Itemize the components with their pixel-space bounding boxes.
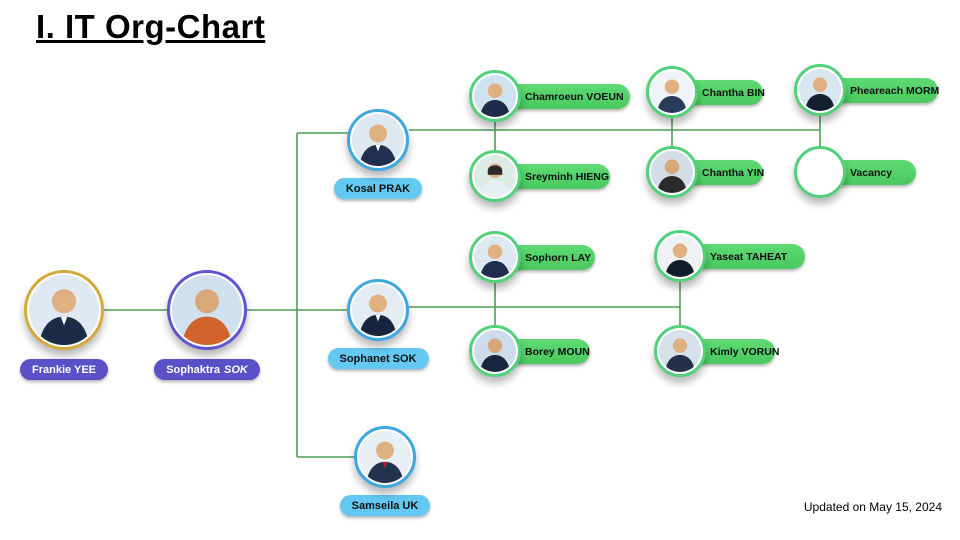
- person-name: Sophorn LAY: [525, 251, 592, 264]
- frankie-label: Frankie YEE: [20, 359, 108, 380]
- person-name: Chantha BIN: [702, 86, 765, 99]
- node-vacancy: Vacancy: [794, 146, 916, 198]
- person-name: Sophaktra: [166, 363, 220, 376]
- person-photo: [172, 275, 242, 345]
- node-frankie-yee: Frankie YEE: [14, 270, 114, 380]
- person-photo: [474, 330, 516, 372]
- person-photo: [651, 71, 693, 113]
- vacancy-avatar: [794, 146, 846, 198]
- sophanet-avatar: [347, 279, 409, 341]
- node-sophorn-lay: Sophorn LAY: [469, 231, 595, 283]
- person-name: Pheareach MORM: [850, 84, 940, 97]
- node-yaseat-taheat: Yaseat TAHEAT: [654, 230, 805, 282]
- node-borey-moun: Borey MOUN: [469, 325, 590, 377]
- person-photo: [352, 114, 404, 166]
- frankie-avatar: [24, 270, 104, 350]
- kimly-avatar: [654, 325, 706, 377]
- node-chamroeun-voeun: Chamroeun VOEUN: [469, 70, 630, 122]
- node-sophaktra-sok: Sophaktra SOK: [154, 270, 260, 380]
- person-photo: [659, 330, 701, 372]
- sophorn-avatar: [469, 231, 521, 283]
- node-chantha-bin: Chantha BIN: [646, 66, 765, 118]
- samseila-label: Samseila UK: [339, 495, 431, 516]
- node-chantha-yin: Chantha YIN: [646, 146, 764, 198]
- page-title: I. IT Org-Chart: [36, 8, 266, 45]
- sophaktra-avatar: [167, 270, 247, 350]
- person-surname: SOK: [223, 363, 248, 376]
- person-photo: [659, 235, 701, 277]
- person-name: Sophanet SOK: [339, 352, 417, 365]
- node-sophanet-sok: Sophanet SOK: [327, 279, 429, 369]
- person-name: Kimly VORUN: [710, 345, 780, 358]
- person-name: Sreyminh HIENG: [525, 170, 610, 183]
- kosal-avatar: [347, 109, 409, 171]
- node-samseila-uk: Samseila UK: [337, 426, 433, 516]
- person-name: Chamroeun VOEUN: [525, 90, 624, 103]
- person-name: Borey MOUN: [525, 345, 590, 358]
- chamroeun-avatar: [469, 70, 521, 122]
- node-kosal-prak: Kosal PRAK: [330, 109, 426, 199]
- updated-date: Updated on May 15, 2024: [803, 500, 942, 514]
- sophaktra-label: Sophaktra SOK: [154, 359, 260, 380]
- person-photo: [799, 69, 841, 111]
- samseila-avatar: [354, 426, 416, 488]
- chantha-bin-avatar: [646, 66, 698, 118]
- person-photo: [651, 151, 693, 193]
- yaseat-avatar: [654, 230, 706, 282]
- borey-avatar: [469, 325, 521, 377]
- person-name: Samseila UK: [351, 499, 419, 512]
- person-name: Kosal PRAK: [345, 182, 411, 195]
- empty-seat: [799, 151, 841, 193]
- chantha-yin-avatar: [646, 146, 698, 198]
- kosal-label: Kosal PRAK: [333, 178, 423, 199]
- person-photo: [474, 75, 516, 117]
- person-photo: [474, 155, 516, 197]
- person-photo: [352, 284, 404, 336]
- person-photo: [359, 431, 411, 483]
- sophanet-label: Sophanet SOK: [327, 348, 429, 369]
- node-pheareach-morm: Pheareach MORM: [794, 64, 939, 116]
- person-photo: [474, 236, 516, 278]
- pheareach-avatar: [794, 64, 846, 116]
- person-name: Yaseat TAHEAT: [710, 250, 788, 263]
- sreyminh-avatar: [469, 150, 521, 202]
- node-sreyminh-hieng: Sreyminh HIENG: [469, 150, 610, 202]
- person-photo: [29, 275, 99, 345]
- person-name: Chantha YIN: [702, 166, 765, 179]
- node-kimly-vorun: Kimly VORUN: [654, 325, 779, 377]
- vacancy-text: Vacancy: [850, 166, 893, 179]
- person-name: Frankie YEE: [32, 363, 96, 376]
